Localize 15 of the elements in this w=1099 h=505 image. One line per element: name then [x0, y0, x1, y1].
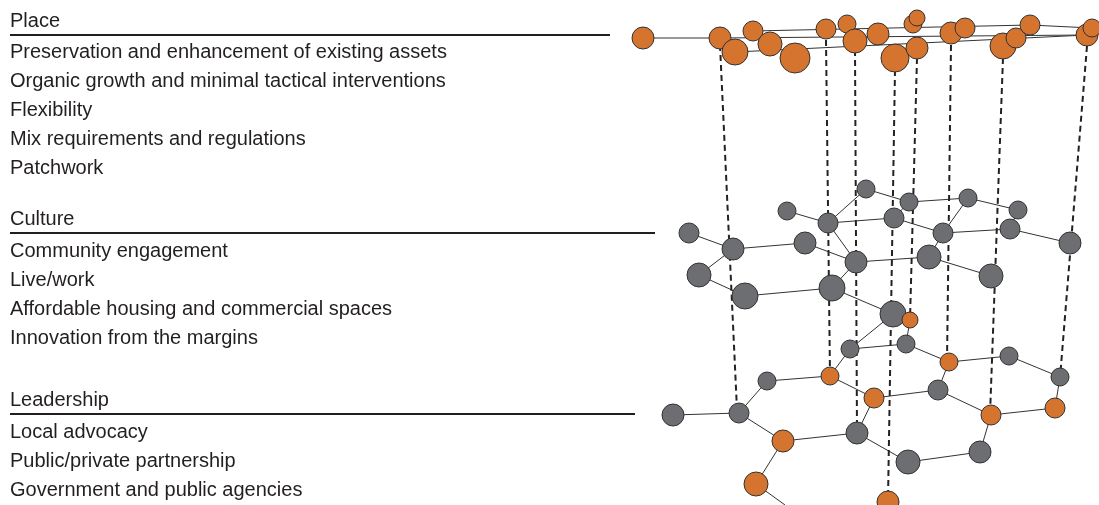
list-item: Innovation from the margins: [10, 325, 258, 350]
section-heading: Leadership: [10, 385, 635, 415]
list-item: Government and public agencies: [10, 477, 303, 502]
list-item: Flexibility: [10, 97, 93, 122]
section-heading: Culture: [10, 204, 655, 234]
list-item: Local advocacy: [10, 419, 148, 444]
list-item: Patchwork: [10, 155, 104, 180]
list-item: Affordable housing and commercial spaces: [10, 296, 393, 321]
list-item: Public/private partnership: [10, 448, 236, 473]
list-item: Community engagement: [10, 238, 228, 263]
list-item: Preservation and enhancement of existing assets: [10, 39, 447, 64]
list-item: Organic growth and minimal tactical interventions: [10, 68, 446, 93]
list-item: Live/work: [10, 267, 95, 292]
section-heading: Place: [10, 6, 610, 36]
list-item: Mix requirements and regulations: [10, 126, 306, 151]
